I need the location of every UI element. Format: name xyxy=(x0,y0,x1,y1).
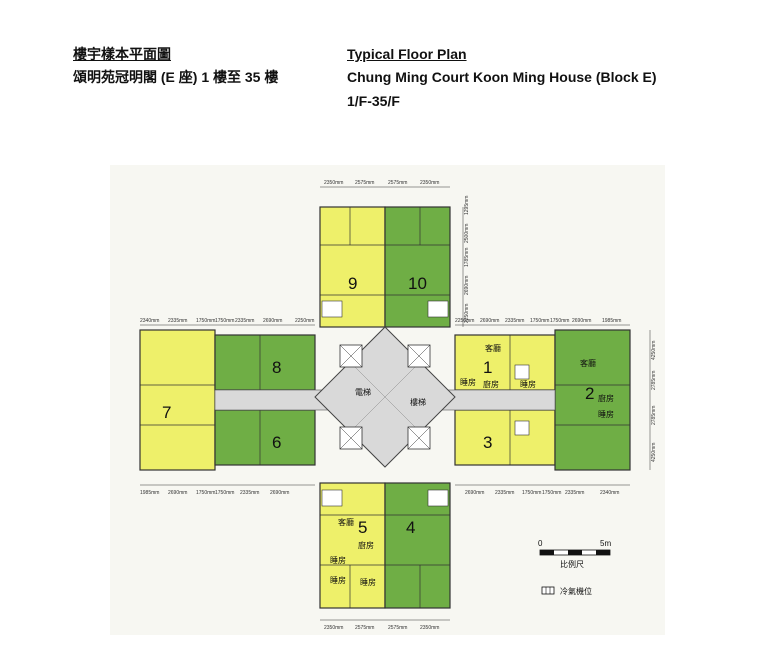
floor-plan-drawing: 9 10 8 7 6 1 2 3 5 4 客廳 廚房 睡房 睡房 睡房 客廳 廚… xyxy=(110,165,665,635)
flat-number-9: 9 xyxy=(348,274,357,293)
english-title: Typical Floor Plan xyxy=(347,46,467,62)
dim-top-3: 2575mm xyxy=(388,180,407,186)
room-label-kitchen-5: 廚房 xyxy=(358,540,374,550)
room-label-bedroom-5a: 睡房 xyxy=(330,555,346,565)
dim-left-upper-6: 2690mm xyxy=(263,318,282,324)
wing-south xyxy=(319,482,451,609)
flat-4-area xyxy=(384,482,451,609)
dim-bottom-1: 2350mm xyxy=(324,625,343,631)
dim-bottom-2: 2575mm xyxy=(355,625,374,631)
dim-left-upper-5: 2335mm xyxy=(235,318,254,324)
dim-right-upper-6: 2690mm xyxy=(572,318,591,324)
flat-6-area xyxy=(214,409,316,466)
chinese-title: 樓宇樣本平面圖 xyxy=(73,46,171,62)
room-label-living-5: 客廳 xyxy=(338,517,354,527)
ac-legend-label: 冷氣機位 xyxy=(560,586,592,596)
legend: 冷氣機位 xyxy=(541,586,592,596)
dim-vert-4: 2690mm xyxy=(464,276,470,295)
dim-left-lower-1: 1985mm xyxy=(140,490,159,496)
room-label-bedroom-5b: 睡房 xyxy=(330,575,346,585)
dim-side-2: 2785mm xyxy=(651,371,657,390)
dim-side-4: 4250mm xyxy=(651,443,657,462)
dim-right-upper-3: 2335mm xyxy=(505,318,524,324)
flat-number-10: 10 xyxy=(408,274,427,293)
room-label-kitchen-1: 廚房 xyxy=(483,379,499,389)
dim-left-upper-1: 2340mm xyxy=(140,318,159,324)
flat-number-1: 1 xyxy=(483,358,492,377)
scale-label: 比例尺 xyxy=(560,559,584,569)
dim-bottom-4: 2350mm xyxy=(420,625,439,631)
room-label-living-2: 客廳 xyxy=(580,358,596,368)
flat-number-5: 5 xyxy=(358,518,367,537)
room-label-stair: 樓梯 xyxy=(410,397,426,407)
scale-five: 5m xyxy=(600,539,611,548)
dim-right-upper-1: 2250mm xyxy=(455,318,474,324)
ac-legend-swatch xyxy=(541,586,555,595)
dim-left-lower-4: 1750mm xyxy=(215,490,234,496)
dim-right-upper-4: 1750mm xyxy=(530,318,549,324)
dim-right-upper-5: 1750mm xyxy=(550,318,569,324)
dimension-lines xyxy=(140,186,651,621)
flat-3-area xyxy=(454,409,556,466)
room-label-kitchen-2: 廚房 xyxy=(598,393,614,403)
dim-right-lower-4: 1750mm xyxy=(542,490,561,496)
dim-left-lower-2: 2690mm xyxy=(168,490,187,496)
dim-left-upper-4: 1750mm xyxy=(215,318,234,324)
dim-right-lower-5: 2335mm xyxy=(565,490,584,496)
room-label-bedroom-1: 睡房 xyxy=(460,377,476,387)
dim-vert-3: 1785mm xyxy=(464,248,470,267)
dim-top-2: 2575mm xyxy=(355,180,374,186)
dim-top-4: 2350mm xyxy=(420,180,439,186)
room-label-bedroom-2: 睡房 xyxy=(598,409,614,419)
dim-side-3: 2785mm xyxy=(651,406,657,425)
flat-2-area xyxy=(554,329,631,471)
dim-right-upper-2: 2690mm xyxy=(480,318,499,324)
scale-bar: 0 5m 比例尺 xyxy=(538,539,611,569)
dim-right-lower-3: 1750mm xyxy=(522,490,541,496)
dim-left-lower-3: 1750mm xyxy=(196,490,215,496)
english-subtitle-block: Chung Ming Court Koon Ming House (Block … xyxy=(347,69,657,85)
dim-left-lower-5: 2335mm xyxy=(240,490,259,496)
room-label-lift: 電梯 xyxy=(355,387,371,397)
dim-left-upper-2: 2335mm xyxy=(168,318,187,324)
dim-bottom-3: 2575mm xyxy=(388,625,407,631)
flat-number-6: 6 xyxy=(272,433,281,452)
dim-left-upper-3: 1750mm xyxy=(196,318,215,324)
dim-top-1: 2350mm xyxy=(324,180,343,186)
flat-number-2: 2 xyxy=(585,384,594,403)
flat-7-area xyxy=(139,329,216,471)
room-label-bedroom-1b: 睡房 xyxy=(520,379,536,389)
dim-vert-2: 2500mm xyxy=(464,224,470,243)
core xyxy=(339,344,431,450)
dim-vert-5: 2250mm xyxy=(464,304,470,323)
floor-plan: 9 10 8 7 6 1 2 3 5 4 客廳 廚房 睡房 睡房 睡房 客廳 廚… xyxy=(110,165,665,635)
dim-side-1: 4250mm xyxy=(651,341,657,360)
dim-right-lower-1: 2690mm xyxy=(465,490,484,496)
chinese-subtitle: 頌明苑冠明閣 (E 座) 1 樓至 35 樓 xyxy=(73,69,279,85)
dim-vert-1: 1295mm xyxy=(464,196,470,215)
flat-number-8: 8 xyxy=(272,358,281,377)
room-label-living-1: 客廳 xyxy=(485,343,501,353)
flat-number-7: 7 xyxy=(162,403,171,422)
flat-number-4: 4 xyxy=(406,518,415,537)
dim-left-upper-7: 2250mm xyxy=(295,318,314,324)
dim-right-lower-2: 2335mm xyxy=(495,490,514,496)
english-subtitle-floors: 1/F-35/F xyxy=(347,93,400,109)
room-label-bedroom-5c: 睡房 xyxy=(360,577,376,587)
scale-zero: 0 xyxy=(538,539,543,548)
wing-north xyxy=(319,206,451,328)
dim-right-lower-6: 2340mm xyxy=(600,490,619,496)
flat-1-area xyxy=(454,334,556,391)
wing-east xyxy=(454,329,631,471)
dim-right-upper-7: 1985mm xyxy=(602,318,621,324)
flat-8-area xyxy=(214,334,316,391)
flat-number-3: 3 xyxy=(483,433,492,452)
dim-left-lower-6: 2690mm xyxy=(270,490,289,496)
wing-west xyxy=(139,329,316,471)
